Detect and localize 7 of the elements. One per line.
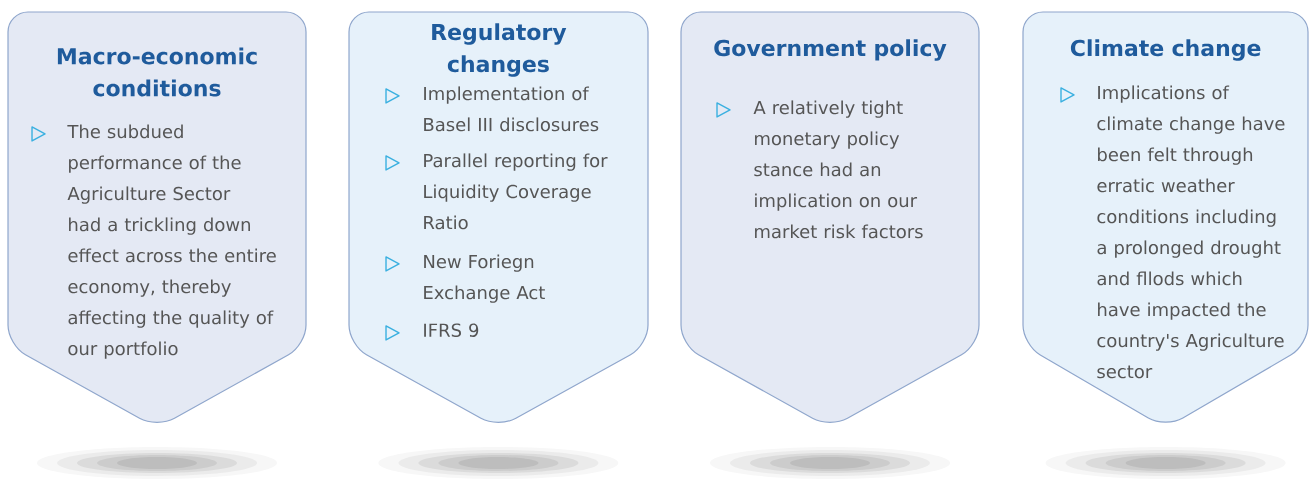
bullet-text: A relatively tight monetary policy stance had an implication on our market risk factors: [753, 100, 923, 239]
bullet-text: The subdued performance of the Agriculture Sector had a trickling down effect across the entire economy, thereby affecting the quality of our portfolio: [67, 124, 276, 359]
bullet-text: Implications of climate change have been felt through erratic weather conditions including a prolonged drought and fllods which have impacted the country's Agriculture sector: [1097, 85, 1285, 379]
bullet-text: IFRS 9: [424, 323, 479, 337]
bullet-text: Implementation of Basel III disclosures: [424, 86, 599, 132]
bullet-text: New Foriegn Exchange Act: [424, 254, 545, 303]
bullet-text: Parallel reporting for Liquidity Coverage Ratio: [424, 153, 608, 230]
